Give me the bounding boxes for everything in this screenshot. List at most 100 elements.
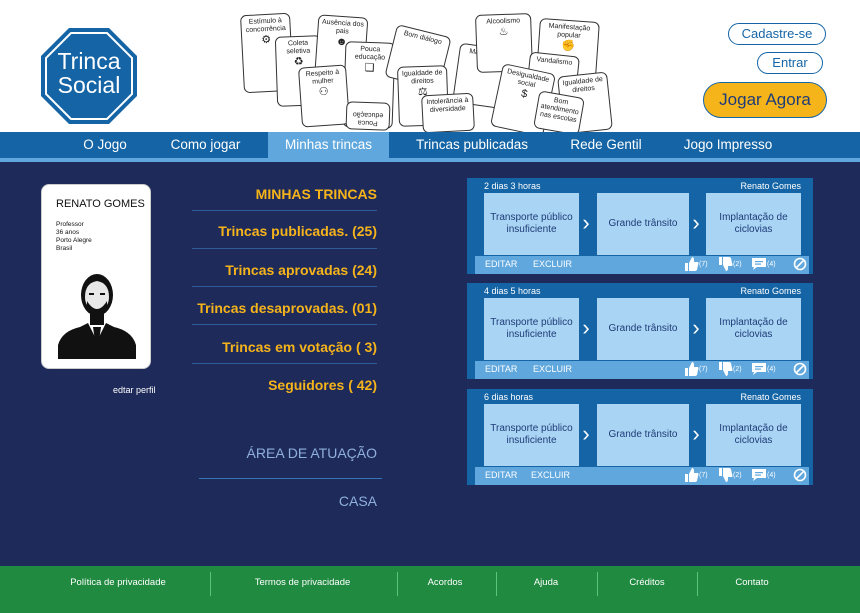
dislike-count: (2) (733, 471, 742, 479)
footer-divider (397, 572, 398, 596)
thumbs-down-icon (719, 257, 733, 271)
home-link[interactable]: CASA (338, 493, 377, 509)
trinca-social-logo[interactable]: Trinca Social (40, 27, 138, 125)
trinca-card-cause[interactable]: Grande trânsito (597, 193, 689, 255)
delete-button[interactable]: EXCLUIR (533, 364, 573, 374)
dislike-count: (2) (733, 260, 742, 268)
chevron-right-icon: › (692, 315, 700, 340)
card-text: Vandalismo (536, 56, 573, 67)
profile-card: RENATO GOMES Professor 36 anos Porto Ale… (41, 184, 151, 369)
comment-icon (752, 258, 766, 270)
area-link[interactable]: ÁREA DE ATUAÇÃO (246, 445, 377, 461)
edit-button[interactable]: EDITAR (485, 364, 518, 374)
edit-profile-link[interactable]: edtar perfil (113, 385, 156, 395)
profile-country: Brasil (56, 245, 73, 252)
trinca-card-cause[interactable]: Grande trânsito (597, 298, 689, 360)
footer-link-privacy-policy[interactable]: Política de privacidade (70, 577, 166, 588)
site-footer: Política de privacidade Termos de privac… (0, 566, 860, 613)
block-icon (793, 362, 807, 376)
card-text: Alcoolismo (486, 17, 521, 26)
side-divider (199, 478, 382, 479)
dislike-button[interactable]: (2) (719, 362, 742, 378)
chevron-right-icon: › (692, 421, 700, 446)
block-button[interactable] (793, 257, 807, 273)
comment-icon (752, 469, 766, 481)
footer-link-privacy-terms[interactable]: Termos de privacidade (254, 577, 351, 588)
footer-link-credits[interactable]: Créditos (629, 577, 665, 588)
nav-item-minhas-trincas[interactable]: Minhas trincas (268, 132, 389, 158)
comment-button[interactable]: (4) (751, 362, 776, 378)
card-text: Bom atendimento nas escolas (539, 96, 580, 125)
dislike-count: (2) (733, 365, 742, 373)
chevron-right-icon: › (582, 421, 590, 446)
trinca-card-problem[interactable]: Transporte público insuficiente (484, 193, 579, 255)
published-trincas-link[interactable]: Trincas publicadas. (25) (218, 223, 377, 239)
dislike-button[interactable]: (2) (719, 257, 742, 273)
comment-button[interactable]: (4) (751, 468, 776, 484)
delete-button[interactable]: EXCLUIR (533, 259, 573, 269)
menu-divider (192, 324, 377, 325)
trinca-author[interactable]: Renato Gomes (740, 181, 801, 191)
card-text: Bom diálogo (402, 29, 443, 47)
play-now-button[interactable]: Jogar Agora (703, 82, 827, 118)
trinca-card-solution[interactable]: Implantação de ciclovias (706, 404, 801, 466)
profile-info: Professor 36 anos Porto Alegre Brasil (56, 221, 92, 253)
comment-button[interactable]: (4) (751, 257, 776, 273)
block-button[interactable] (793, 362, 807, 378)
game-cards-illustration: Estímulo à concorrência⚙ Coleta seletiva… (238, 12, 618, 137)
disapproved-trincas-link[interactable]: Trincas desaprovadas. (01) (197, 300, 377, 316)
footer-link-agreements[interactable]: Acordos (427, 577, 463, 588)
like-button[interactable]: (7) (685, 468, 708, 484)
nav-item-jogo-impresso[interactable]: Jogo Impresso (683, 137, 773, 152)
trinca-author[interactable]: Renato Gomes (740, 286, 801, 296)
logo-line-1: Trinca (57, 48, 121, 74)
nav-item-como-jogar[interactable]: Como jogar (170, 137, 241, 152)
block-button[interactable] (793, 468, 807, 484)
thumbs-up-icon (685, 468, 699, 482)
card-text: Desigualdade social (506, 68, 550, 90)
profile-occupation: Professor (56, 221, 84, 228)
my-trincas-title[interactable]: MINHAS TRINCAS (255, 186, 377, 202)
delete-button[interactable]: EXCLUIR (531, 470, 571, 480)
edit-button[interactable]: EDITAR (485, 259, 518, 269)
edit-button[interactable]: EDITAR (485, 470, 518, 480)
main-nav: O Jogo Como jogar Minhas trincas Trincas… (0, 132, 860, 158)
login-button[interactable]: Entrar (757, 52, 823, 74)
site-header: Trinca Social Estímulo à concorrência⚙ C… (0, 0, 860, 137)
card-text: Respeito à mulher (305, 68, 340, 86)
approved-trincas-link[interactable]: Trincas aprovadas (24) (225, 262, 377, 278)
trinca-actions-bar: EDITAR EXCLUIR (7) (2) (4) (475, 467, 809, 485)
card-text: Intolerância à diversidade (426, 96, 469, 114)
footer-link-contact[interactable]: Contato (735, 577, 769, 588)
menu-divider (192, 363, 377, 364)
card-text: Ausência dos pais (321, 18, 365, 36)
nav-item-rede-gentil[interactable]: Rede Gentil (570, 137, 642, 152)
nav-item-trincas-publicadas[interactable]: Trincas publicadas (415, 137, 529, 152)
profile-age: 36 anos (56, 229, 80, 236)
trinca-time: 2 dias 3 horas (484, 181, 541, 191)
dislike-button[interactable]: (2) (719, 468, 742, 484)
footer-divider (496, 572, 497, 596)
trinca-card-cause[interactable]: Grande trânsito (597, 404, 689, 466)
like-button[interactable]: (7) (685, 257, 708, 273)
trinca-author[interactable]: Renato Gomes (740, 392, 801, 402)
thumbs-up-icon (685, 362, 699, 376)
card-text: Pouca educação (352, 110, 384, 127)
logo-octagon-icon (41, 28, 137, 124)
trinca-time: 4 dias 5 horas (484, 286, 541, 296)
trinca-card-problem[interactable]: Transporte público insuficiente (484, 404, 579, 466)
trinca-card-solution[interactable]: Implantação de ciclovias (706, 298, 801, 360)
register-button[interactable]: Cadastre-se (728, 23, 826, 45)
footer-link-help[interactable]: Ajuda (533, 577, 559, 588)
illustration-card: Intolerância à diversidade (421, 92, 475, 134)
followers-link[interactable]: Seguidores ( 42) (268, 377, 377, 393)
profile-name: RENATO GOMES (56, 198, 145, 210)
voting-trincas-link[interactable]: Trincas em votação ( 3) (222, 339, 377, 355)
card-text: Igualdade de direitos (401, 69, 443, 86)
recycle-icon: ♻ (293, 55, 304, 69)
nav-item-o-jogo[interactable]: O Jogo (83, 137, 127, 152)
trinca-panel: 2 dias 3 horas Renato Gomes Transporte p… (467, 178, 813, 274)
trinca-card-solution[interactable]: Implantação de ciclovias (706, 193, 801, 255)
trinca-card-problem[interactable]: Transporte público insuficiente (484, 298, 579, 360)
like-button[interactable]: (7) (685, 362, 708, 378)
